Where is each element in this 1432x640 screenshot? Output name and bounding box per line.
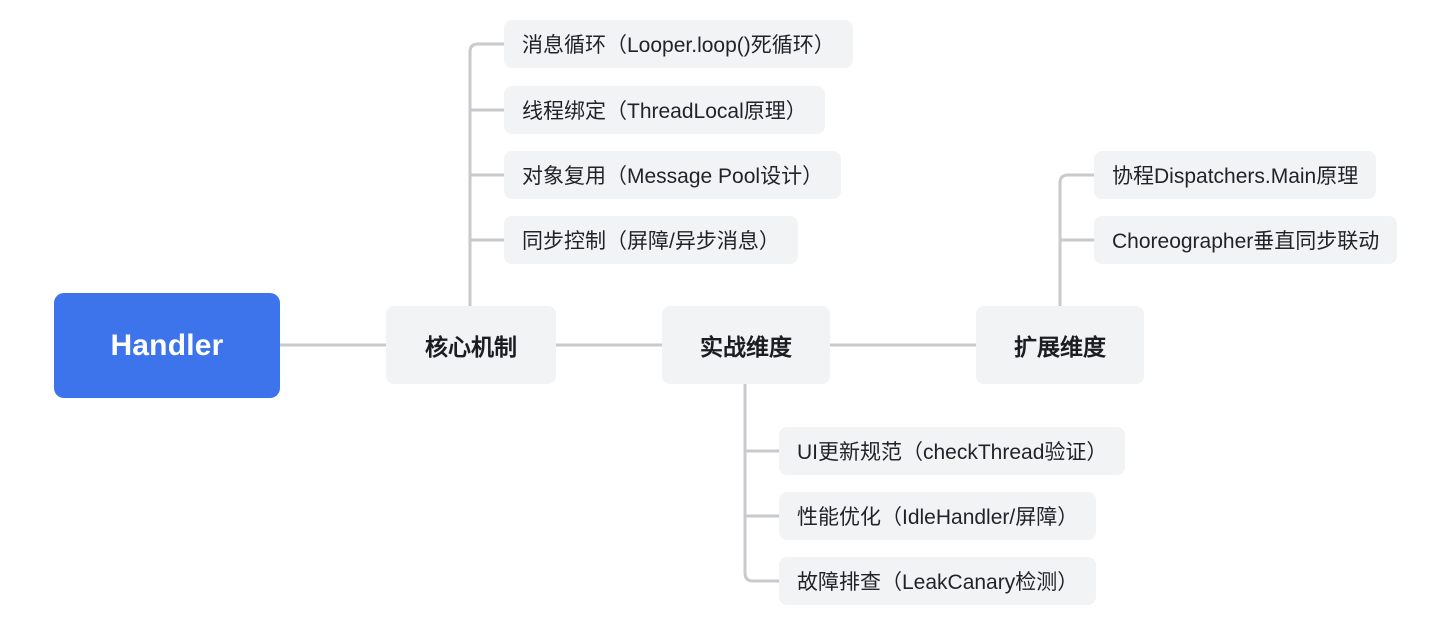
- leaf-node-performance-optimization[interactable]: 性能优化（IdleHandler/屏障）: [779, 492, 1097, 540]
- root-node-handler[interactable]: Handler: [54, 293, 280, 398]
- leaf-node-label: 线程绑定（ThreadLocal原理）: [522, 100, 807, 123]
- link-practice-trunk: [743, 384, 779, 583]
- leaf-node-label: 协程Dispatchers.Main原理: [1112, 165, 1359, 188]
- leaf-node-label: 性能优化（IdleHandler/屏障）: [797, 506, 1079, 529]
- leaf-node-object-reuse[interactable]: 对象复用（Message Pool设计）: [504, 151, 842, 199]
- link-extension-trunk: [1058, 173, 1094, 306]
- leaf-node-ui-update-rule[interactable]: UI更新规范（checkThread验证）: [779, 427, 1126, 475]
- leaf-node-label: 故障排查（LeakCanary检测）: [797, 571, 1079, 594]
- leaf-node-label: Choreographer垂直同步联动: [1112, 230, 1380, 253]
- leaf-node-coroutine-dispatchers-main[interactable]: 协程Dispatchers.Main原理: [1094, 151, 1377, 199]
- branch-node-core-mechanism[interactable]: 核心机制: [386, 306, 556, 384]
- branch-node-extension-dimension[interactable]: 扩展维度: [976, 306, 1144, 384]
- branch-node-label: 实战维度: [700, 334, 792, 360]
- leaf-node-label: 消息循环（Looper.loop()死循环）: [522, 34, 835, 57]
- branch-node-practical-dimension[interactable]: 实战维度: [662, 306, 830, 384]
- root-node-label: Handler: [110, 328, 224, 362]
- link-core-trunk: [468, 42, 504, 306]
- branch-node-label: 核心机制: [425, 334, 517, 360]
- leaf-node-message-loop[interactable]: 消息循环（Looper.loop()死循环）: [504, 20, 853, 68]
- leaf-node-label: 同步控制（屏障/异步消息）: [522, 230, 780, 253]
- leaf-node-sync-control[interactable]: 同步控制（屏障/异步消息）: [504, 216, 798, 264]
- leaf-node-label: UI更新规范（checkThread验证）: [797, 441, 1108, 464]
- leaf-node-fault-troubleshooting[interactable]: 故障排查（LeakCanary检测）: [779, 557, 1097, 605]
- leaf-node-choreographer-vsync[interactable]: Choreographer垂直同步联动: [1094, 216, 1398, 264]
- leaf-node-label: 对象复用（Message Pool设计）: [522, 165, 824, 188]
- branch-node-label: 扩展维度: [1014, 334, 1106, 360]
- leaf-node-thread-binding[interactable]: 线程绑定（ThreadLocal原理）: [504, 86, 825, 134]
